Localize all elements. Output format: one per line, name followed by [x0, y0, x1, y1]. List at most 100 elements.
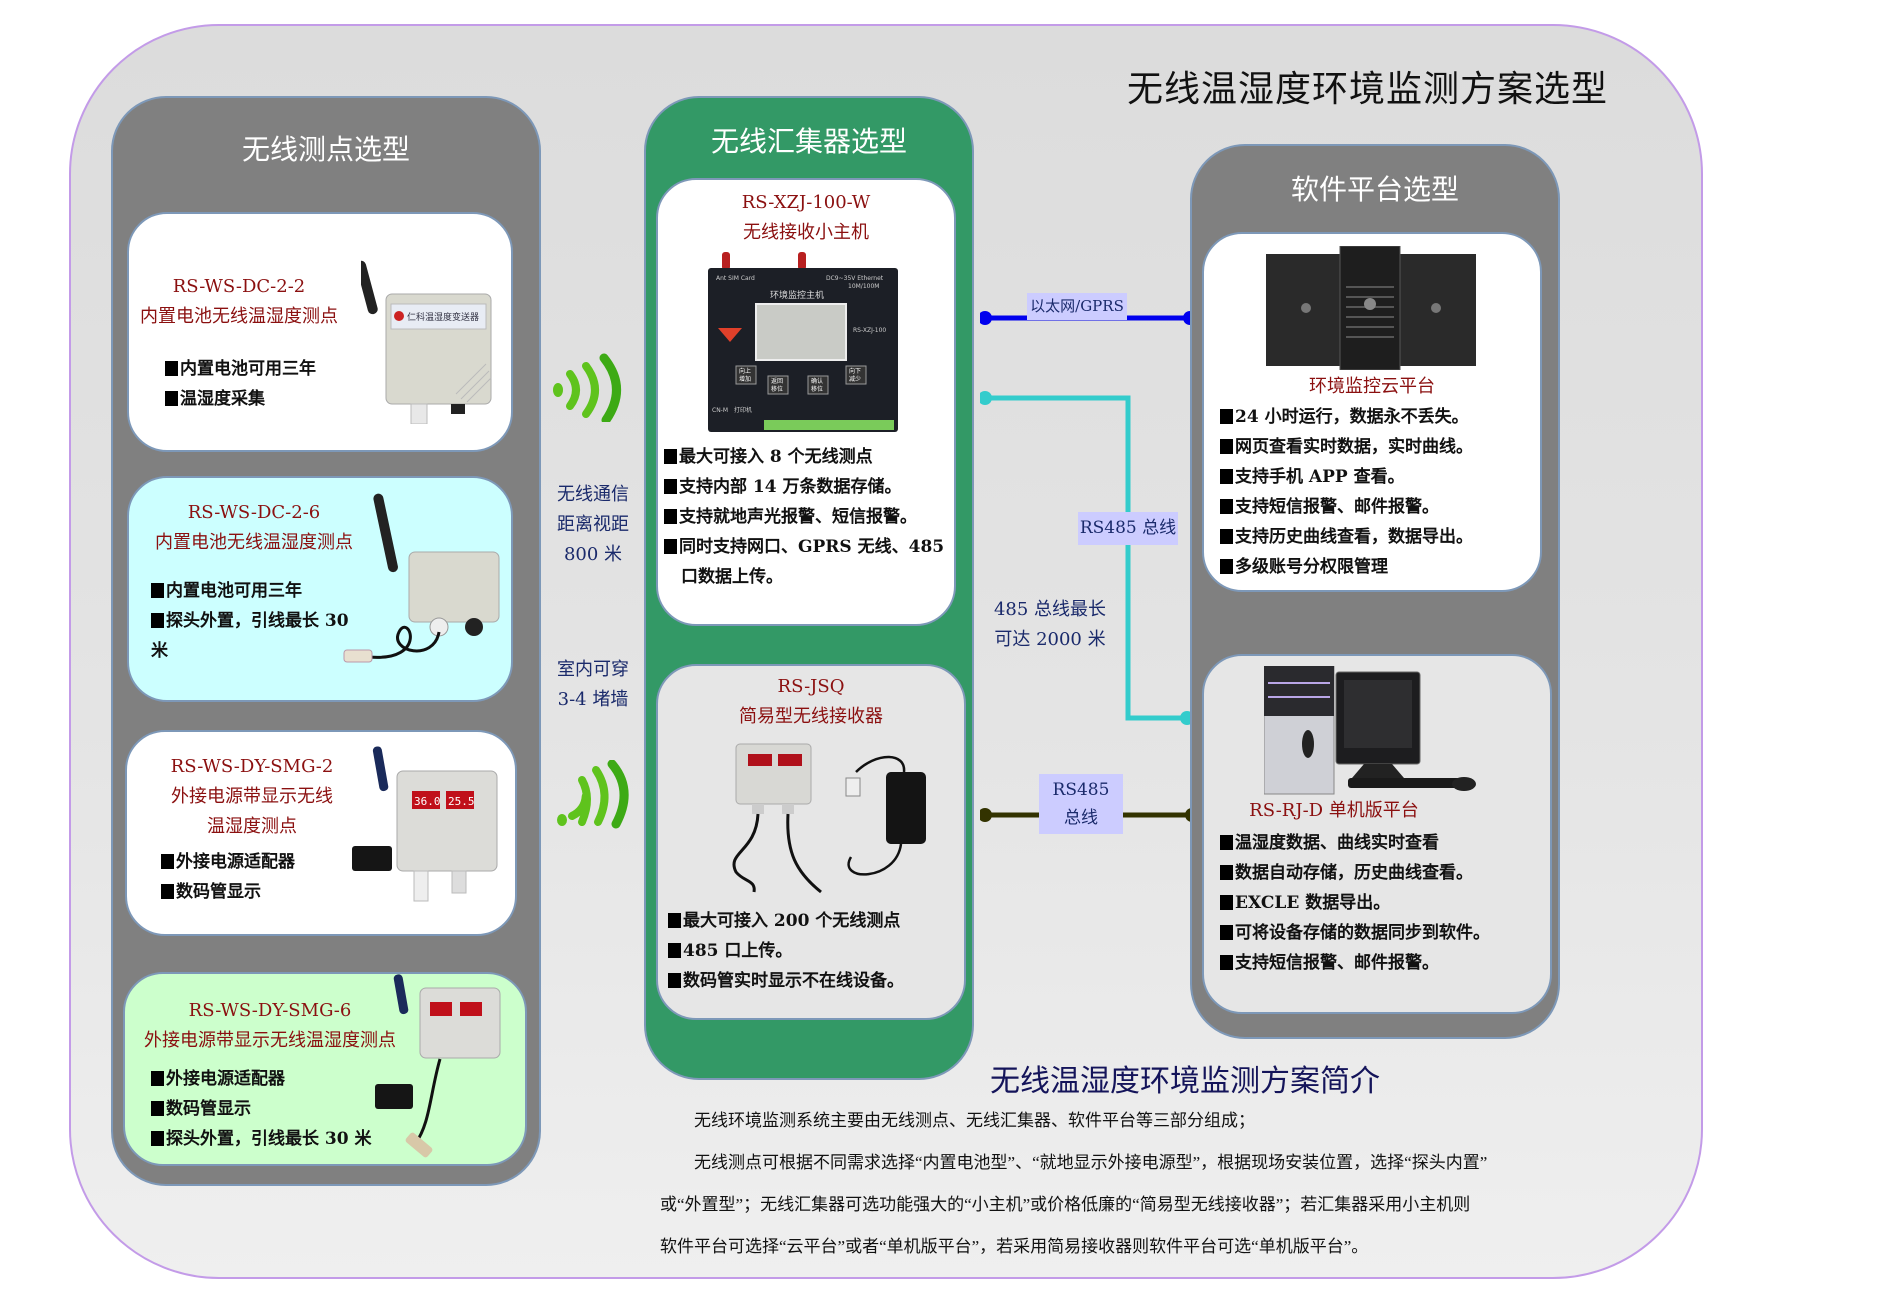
collector-panel: 无线汇集器选型 RS-XZJ-100-W 无线接收小主机 Ant SIM Car…	[644, 96, 974, 1080]
sensors-panel-title: 无线测点选型	[241, 133, 410, 166]
feature-item: 同时支持网口、GPRS 无线、485	[664, 532, 944, 562]
feature-item: 温湿度采集	[165, 384, 316, 414]
host-device-image: Ant SIM Card DC9~35V Ethernet 10M/100M 环…	[708, 252, 898, 432]
desktop-computer-image	[1264, 666, 1476, 795]
wireless-signal-icon	[553, 353, 621, 422]
sensor-device-image: 仁科温湿度变送器	[361, 260, 492, 424]
receiver-device-image	[732, 743, 926, 894]
rs485-distance-note: 485 总线最长 可达 2000 米	[980, 595, 1120, 655]
wireless-range-note: 无线通信 距离视距 800 米	[548, 480, 638, 570]
sensor-model: RS-WS-DY-SMG-2	[170, 756, 334, 777]
intro-paragraph: 或“外置型”；无线汇集器可选功能强大的“小主机”或价格低廉的“简易型无线接收器”…	[660, 1195, 1471, 1214]
sensor-name-line: 外接电源带显示无线	[171, 786, 333, 807]
label-line: 总线	[1064, 808, 1098, 828]
note-line: 室内可穿	[557, 659, 629, 680]
host-device-title: 环境监控主机	[770, 289, 824, 301]
sensor-card[interactable]: RS-WS-DY-SMG-2 外接电源带显示无线 温湿度测点 外接电源适配器 数…	[125, 730, 517, 936]
feature-item: 探头外置，引线最长 30 米	[151, 1124, 372, 1154]
rs485-cloud-line	[985, 395, 1187, 721]
rs485-local-endpoint	[980, 808, 992, 822]
feature-item: 最大可接入 8 个无线测点	[664, 442, 944, 472]
note-line: 3-4 堵墙	[557, 689, 629, 710]
wireless-signal-icon	[557, 760, 629, 829]
cn-label: CN-M	[712, 407, 728, 414]
temperature-display: 25.5	[448, 795, 475, 808]
local-platform-name: RS-RJ-D 单机版平台	[1249, 800, 1419, 821]
feature-item: 网页查看实时数据，实时曲线。	[1220, 432, 1473, 462]
feature-item: 支持就地声光报警、短信报警。	[664, 502, 944, 532]
sensor-device-image: 36.0 25.5	[352, 746, 498, 902]
sensor-device-image	[343, 493, 500, 663]
sensor-features: 内置电池可用三年 温湿度采集	[165, 354, 316, 414]
feature-item: 口数据上传。	[681, 567, 783, 587]
feature-item: 支持内部 14 万条数据存储。	[664, 472, 944, 502]
sensor-model-info: RS-WS-DY-SMG-2 外接电源带显示无线 温湿度测点	[147, 752, 357, 842]
device-label: 仁科温湿度变送器	[407, 311, 479, 323]
sensor-name: 内置电池无线温湿度测点	[155, 532, 353, 553]
sensor-model: RS-WS-DC-2-2	[172, 276, 306, 297]
feature-item: 可将设备存储的数据同步到软件。	[1220, 918, 1490, 948]
sensor-features: 外接电源适配器 数码管显示	[161, 847, 295, 907]
intro-title: 无线温湿度环境监测方案简介	[990, 1064, 1380, 1099]
collector-panel-title: 无线汇集器选型	[710, 125, 907, 158]
feature-item: 数码管实时显示不在线设备。	[668, 966, 904, 996]
receiver-model-info: RS-JSQ 简易型无线接收器	[658, 672, 964, 732]
feature-item: 探头外置，引线最长 30	[151, 606, 349, 636]
button-ok-sub: 移位	[811, 385, 823, 393]
host-device-model: RS-XZJ-100	[853, 327, 886, 334]
feature-item: 数据自动存储，历史曲线查看。	[1220, 858, 1490, 888]
button-up-label: 向上	[739, 367, 751, 375]
humidity-display: 36.0	[414, 795, 441, 808]
intro-paragraph: 无线环境监测系统主要由无线测点、无线汇集器、软件平台等三部分组成；	[660, 1111, 1255, 1130]
local-features: 温湿度数据、曲线实时查看 数据自动存储，历史曲线查看。 EXCLE 数据导出。 …	[1220, 828, 1490, 978]
feature-item: 外接电源适配器	[161, 847, 295, 877]
sensor-model: RS-WS-DC-2-6	[187, 502, 321, 523]
host-model-info: RS-XZJ-100-W 无线接收小主机	[658, 188, 954, 248]
sensor-card[interactable]: RS-WS-DC-2-6 内置电池无线温湿度测点 内置电池可用三年 探头外置，引…	[127, 476, 513, 702]
port-labels: Ant SIM Card	[716, 275, 755, 282]
sensor-features: 外接电源适配器 数码管显示 探头外置，引线最长 30 米	[151, 1064, 372, 1154]
host-name: 无线接收小主机	[743, 222, 869, 243]
feature-item: 支持历史曲线查看，数据导出。	[1220, 522, 1473, 552]
intro-text: 无线环境监测系统主要由无线测点、无线汇集器、软件平台等三部分组成； 无线测点可根…	[660, 1100, 1487, 1268]
sensor-name-line: 温湿度测点	[207, 816, 297, 837]
sensors-panel: 无线测点选型 RS-WS-DC-2-2 内置电池无线温湿度测点 内置电池可用三年…	[111, 96, 541, 1186]
button-back-label: 返回	[771, 378, 783, 385]
sensor-name: 外接电源带显示无线温湿度测点	[144, 1030, 396, 1051]
intro-paragraph: 无线测点可根据不同需求选择“内置电池型”、“就地显示外接电源型”，根据现场安装位…	[660, 1153, 1488, 1172]
label-line: RS485	[1052, 780, 1110, 800]
sensor-card[interactable]: RS-WS-DY-SMG-6 外接电源带显示无线温湿度测点 外接电源适配器 数码…	[123, 972, 527, 1166]
printer-label: 打印机	[734, 406, 752, 414]
rs485-cloud-label: RS485 总线	[1078, 512, 1178, 545]
feature-item: 485 口上传。	[668, 936, 904, 966]
page-title: 无线温湿度环境监测方案选型	[1127, 69, 1609, 110]
feature-item: 最大可接入 200 个无线测点	[668, 906, 904, 936]
ethernet-endpoint	[980, 311, 992, 325]
software-panel-title: 软件平台选型	[1290, 173, 1459, 206]
receiver-card[interactable]: RS-JSQ 简易型无线接收器 最大可接入 200 个无线测点 485 口上传。…	[656, 664, 966, 1020]
cloud-platform-name: 环境监控云平台	[1309, 376, 1435, 397]
feature-item: 24 小时运行，数据永不丢失。	[1220, 402, 1473, 432]
feature-item: 支持手机 APP 查看。	[1220, 462, 1473, 492]
receiver-name: 简易型无线接收器	[739, 706, 883, 727]
cloud-features: 24 小时运行，数据永不丢失。 网页查看实时数据，实时曲线。 支持手机 APP …	[1220, 402, 1473, 582]
local-platform-card[interactable]: RS-RJ-D 单机版平台 温湿度数据、曲线实时查看 数据自动存储，历史曲线查看…	[1202, 654, 1552, 1014]
button-up-sub: 增加	[739, 375, 751, 383]
sensor-features: 内置电池可用三年 探头外置，引线最长 30 米	[151, 576, 349, 666]
feature-item: 内置电池可用三年	[165, 354, 316, 384]
host-features: 最大可接入 8 个无线测点 支持内部 14 万条数据存储。 支持就地声光报警、短…	[664, 442, 944, 592]
cloud-platform-card[interactable]: 环境监控云平台 24 小时运行，数据永不丢失。 网页查看实时数据，实时曲线。 支…	[1202, 232, 1542, 592]
host-model: RS-XZJ-100-W	[741, 192, 871, 213]
sensor-card[interactable]: RS-WS-DC-2-2 内置电池无线温湿度测点 内置电池可用三年 温湿度采集 …	[127, 212, 513, 452]
intro-paragraph: 软件平台可选择“云平台”或者“单机版平台”，若采用简易接收器则软件平台可选“单机…	[660, 1237, 1369, 1256]
feature-item: 支持短信报警、邮件报警。	[1220, 948, 1490, 978]
sensor-model-info: RS-WS-DC-2-2 内置电池无线温湿度测点	[129, 272, 349, 332]
wall-penetration-note: 室内可穿 3-4 堵墙	[548, 655, 638, 715]
button-ok-label: 确认	[811, 377, 823, 385]
note-line: 800 米	[563, 544, 623, 565]
power-labels: DC9~35V Ethernet	[826, 275, 884, 282]
server-image	[1266, 246, 1476, 370]
receiver-features: 最大可接入 200 个无线测点 485 口上传。 数码管实时显示不在线设备。	[668, 906, 904, 996]
host-card[interactable]: RS-XZJ-100-W 无线接收小主机 Ant SIM Card DC9~35…	[656, 178, 956, 626]
speed-label: 10M/100M	[848, 283, 879, 290]
